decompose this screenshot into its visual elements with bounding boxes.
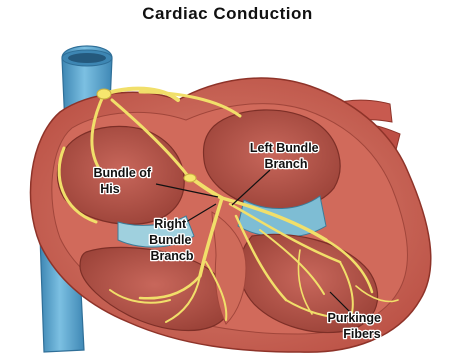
sa-node xyxy=(97,89,111,99)
label-right-bundle-branch: Right Bundle Brancb xyxy=(149,217,195,263)
label-bundle-of-his-line-1: Bundle of xyxy=(93,166,151,180)
label-bundle-of-his-line-2: His xyxy=(100,182,120,196)
label-right-bundle-branch-line-3: Brancb xyxy=(150,249,193,263)
label-left-bundle-branch-line-2: Branch xyxy=(264,157,307,171)
label-left-bundle-branch-line-1: Left Bundle xyxy=(250,141,319,155)
label-purkinje-fibers-line-1: Purkinge xyxy=(328,311,382,325)
label-right-bundle-branch-line-2: Bundle xyxy=(149,233,191,247)
av-node xyxy=(184,174,196,182)
label-purkinje-fibers-line-2: Fibers xyxy=(343,327,381,341)
label-right-bundle-branch-line-1: Right xyxy=(154,217,187,231)
